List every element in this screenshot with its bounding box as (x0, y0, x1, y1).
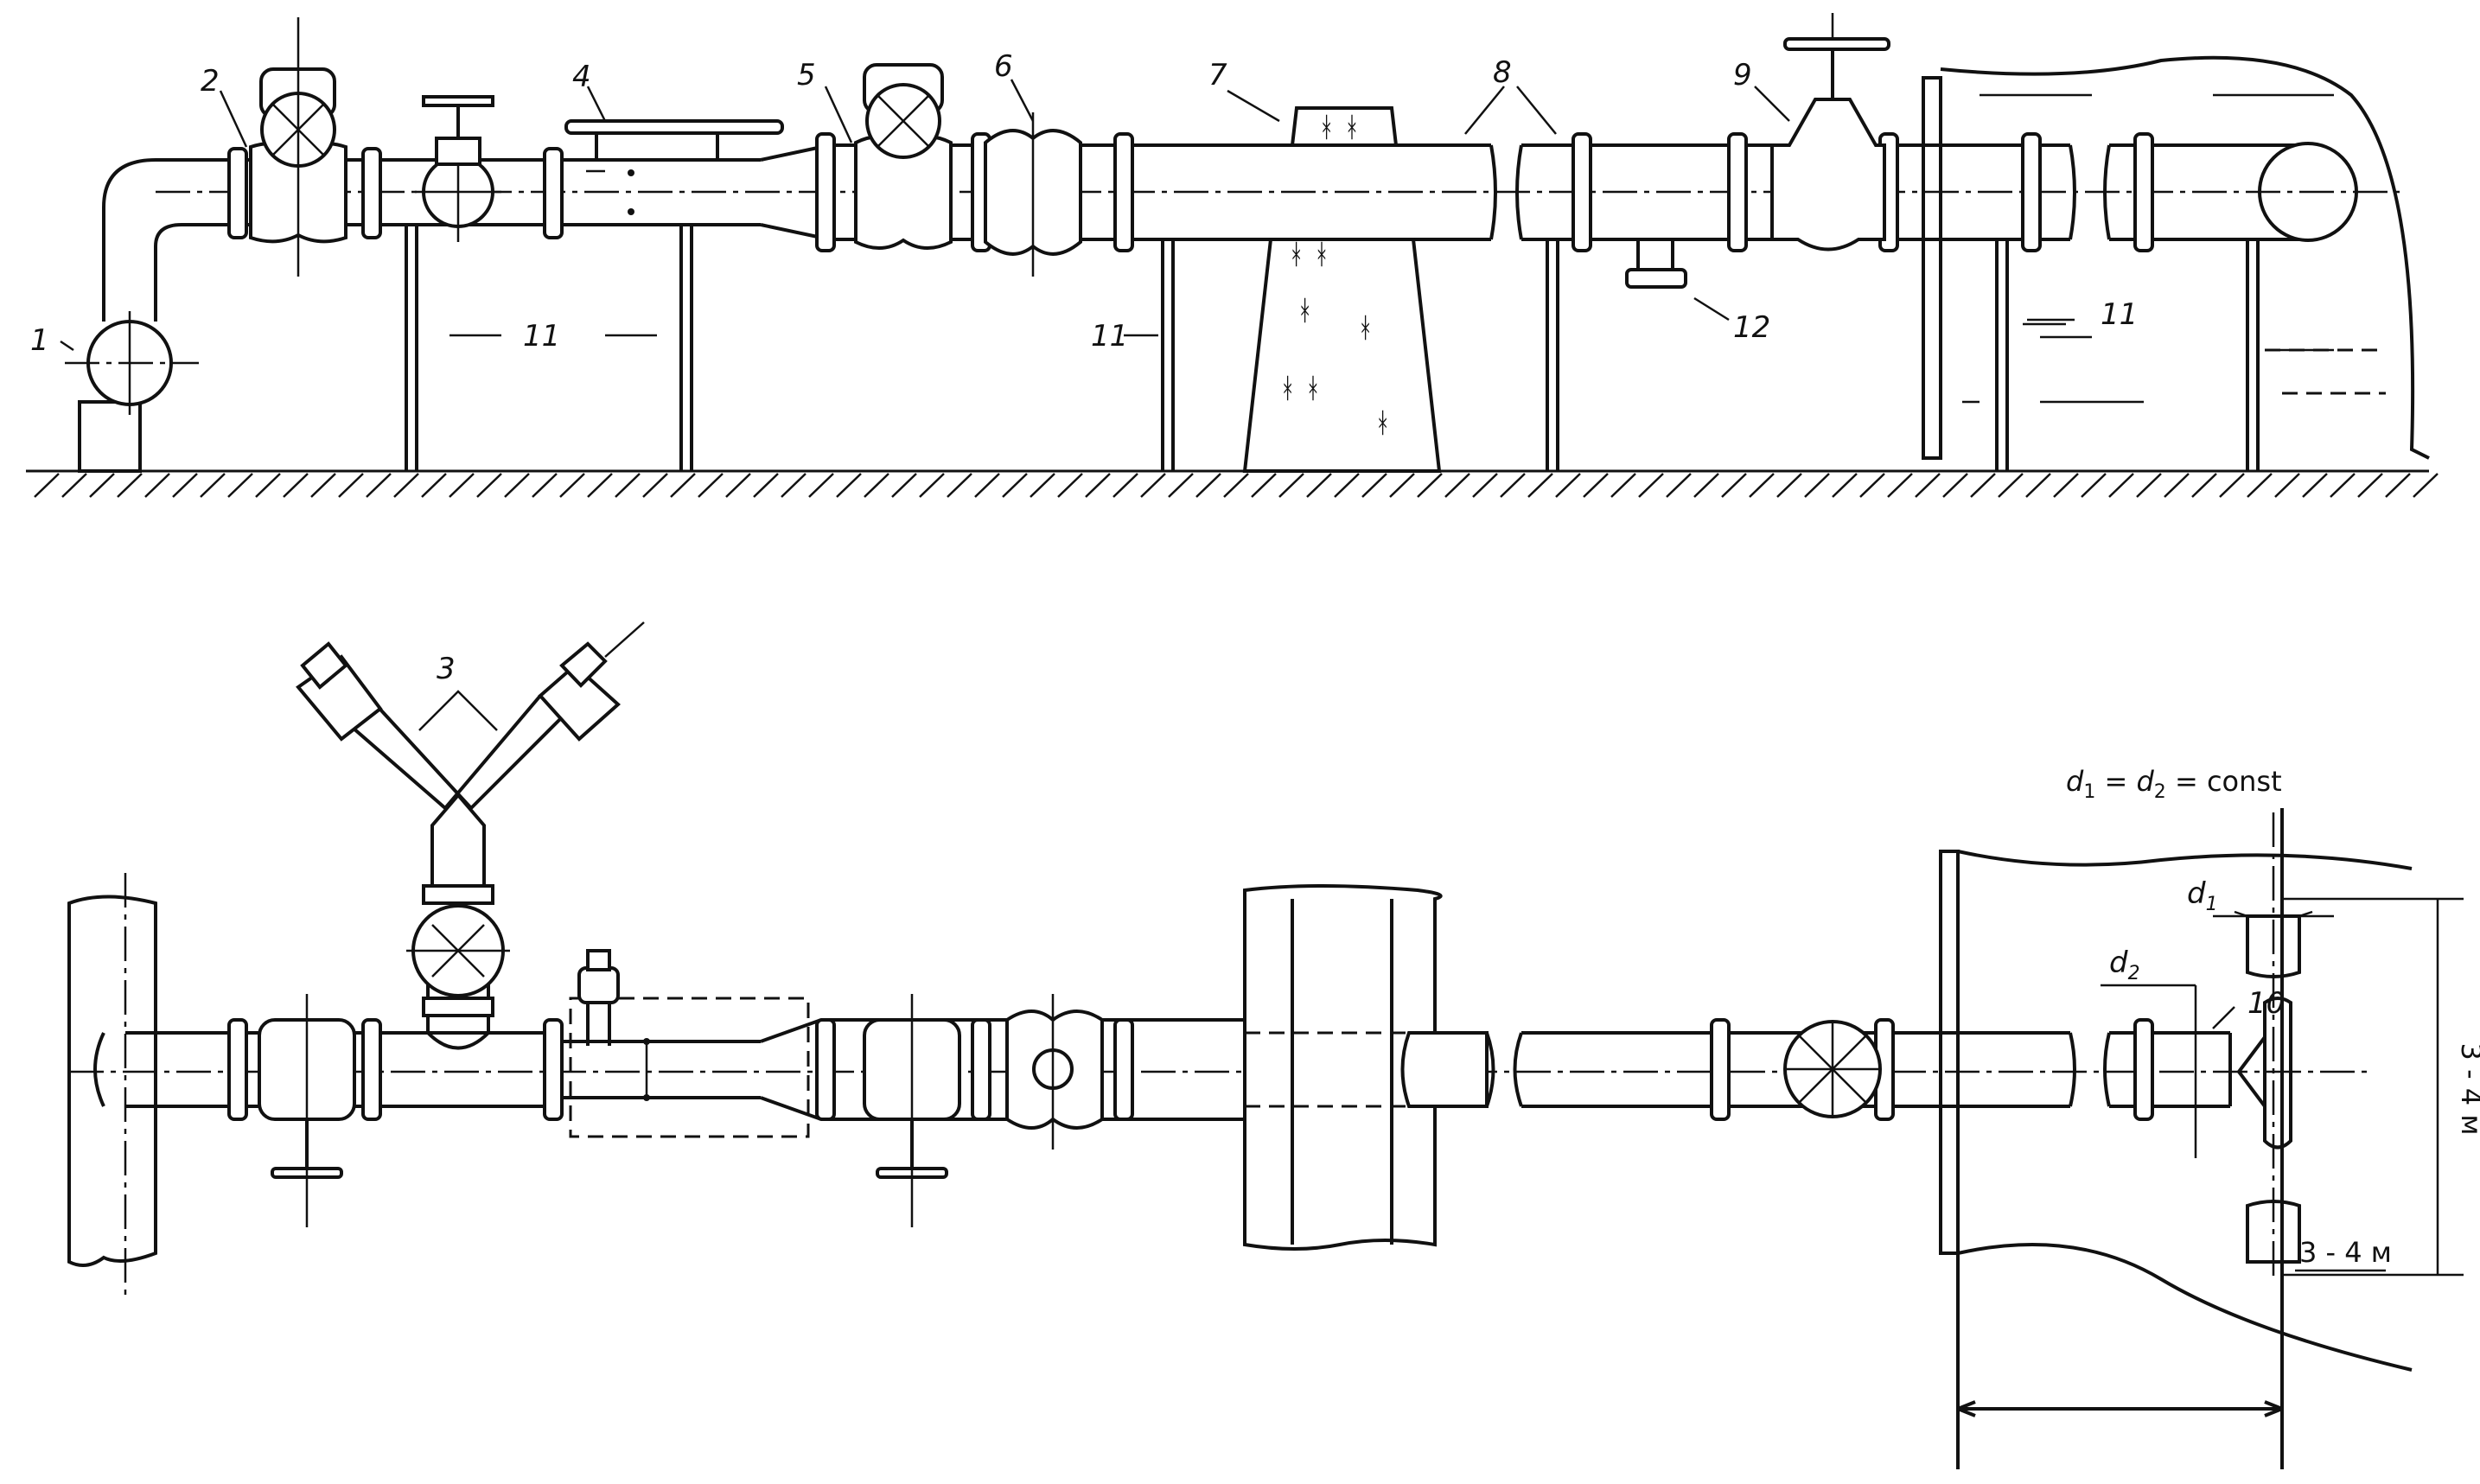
drain-valve-12 (1625, 239, 1687, 289)
label-12: 12 (1733, 310, 1770, 345)
tank-top (1922, 55, 2430, 460)
pipe-flange (1113, 1018, 1134, 1121)
flow-meter-4 (564, 119, 784, 215)
label-11-right: 11 (2101, 297, 2138, 332)
label-7: 7 (1208, 58, 1227, 92)
ground-line (26, 469, 2439, 498)
gate-valve-plan-3 (1783, 1020, 1882, 1118)
check-valve-plan (1005, 994, 1104, 1150)
svg-text:ᚼ ᚼ: ᚼ ᚼ (1318, 111, 1361, 143)
gate-valve-plan-2 (863, 994, 961, 1227)
pipe-supports-11 (405, 225, 2260, 471)
flanges-bottom (227, 1018, 2154, 1121)
header-pipe-left (67, 873, 157, 1296)
pipe-flange (2133, 132, 2154, 252)
road-crossing (1243, 884, 1489, 1251)
dimension-vertical-label: 3 - 4 м (2455, 1043, 2480, 1136)
label-1: 1 (30, 323, 49, 358)
label-d1: d1 (2187, 876, 2218, 915)
gate-valve-plan-1 (258, 994, 356, 1227)
label-4: 4 (572, 60, 591, 94)
label-8: 8 (1493, 55, 1512, 90)
tank-plan (1939, 808, 2413, 1469)
label-3: 3 (437, 652, 456, 686)
concrete-support-7: ᚼ ᚼ ᚼ ᚼ ᚼ ᚼ ᚼ ᚼ ᚼ (1242, 106, 1442, 473)
pipe-flange (543, 1018, 564, 1121)
label-5: 5 (797, 58, 816, 92)
label-2: 2 (201, 64, 220, 99)
gate-valve-2 (249, 17, 347, 277)
label-6: 6 (994, 49, 1013, 84)
hydrant-outlets-3 (296, 621, 645, 1050)
labels-bottom: 3 10 d1 d2 d1 = d2 = const 3 - 4 м 3 - 4… (437, 652, 2480, 1269)
flow-meter-plan (569, 949, 810, 1138)
pipe-flange (815, 1018, 836, 1121)
pipe-flange (1572, 132, 1592, 252)
main-pipe-bottom (69, 1018, 2368, 1121)
pipe-flange (1727, 132, 1748, 252)
leader-lines-top (60, 79, 1790, 352)
labels-top: 1 2 4 5 6 7 8 9 11 11 11 12 (30, 49, 2138, 358)
dimension-d1-d2 (2101, 897, 2464, 1277)
dimension-horizontal-label: 3 - 4 м (2299, 1236, 2392, 1269)
svg-text:ᚼ ᚼ: ᚼ ᚼ (1288, 238, 1330, 271)
pipe-flange (971, 1018, 991, 1121)
pipe-flange (361, 147, 382, 239)
pipe-flange (2133, 1018, 2154, 1121)
elevation-view: ᚼ ᚼ ᚼ ᚼ ᚼ ᚼ ᚼ ᚼ ᚼ (26, 13, 2439, 498)
label-10: 10 (2247, 986, 2285, 1021)
svg-text:ᚼ: ᚼ (1297, 294, 1313, 327)
pipe-flange (1113, 132, 1134, 252)
formula-d1-d2-const: d1 = d2 = const (2066, 765, 2282, 803)
tee-10 (2228, 812, 2301, 1279)
label-d2: d2 (2109, 946, 2140, 984)
label-11-left: 11 (523, 319, 560, 353)
flanges-top (227, 132, 2154, 252)
pipe-flange (815, 132, 836, 252)
plan-view: 3 10 d1 d2 d1 = d2 = const 3 - 4 м 3 - 4… (67, 621, 2480, 1469)
pipe-flange (2021, 132, 2042, 252)
pipe-flange (361, 1018, 382, 1121)
svg-text:ᚼ: ᚼ (1357, 311, 1374, 344)
check-valve-6 (984, 112, 1082, 277)
label-9: 9 (1733, 58, 1752, 92)
pipe-flange (1710, 1018, 1731, 1121)
svg-text:ᚼ: ᚼ (1374, 406, 1391, 439)
pipe-flange (227, 147, 248, 239)
stop-valve (415, 95, 501, 242)
svg-text:ᚼ ᚼ: ᚼ ᚼ (1279, 372, 1322, 404)
pump-1 (65, 158, 225, 473)
pipe-flange (543, 147, 564, 239)
label-11-middle: 11 (1091, 319, 1128, 353)
gate-valve-5 (854, 63, 953, 250)
valve-9 (1770, 13, 1890, 252)
pipe-flange (227, 1018, 248, 1121)
